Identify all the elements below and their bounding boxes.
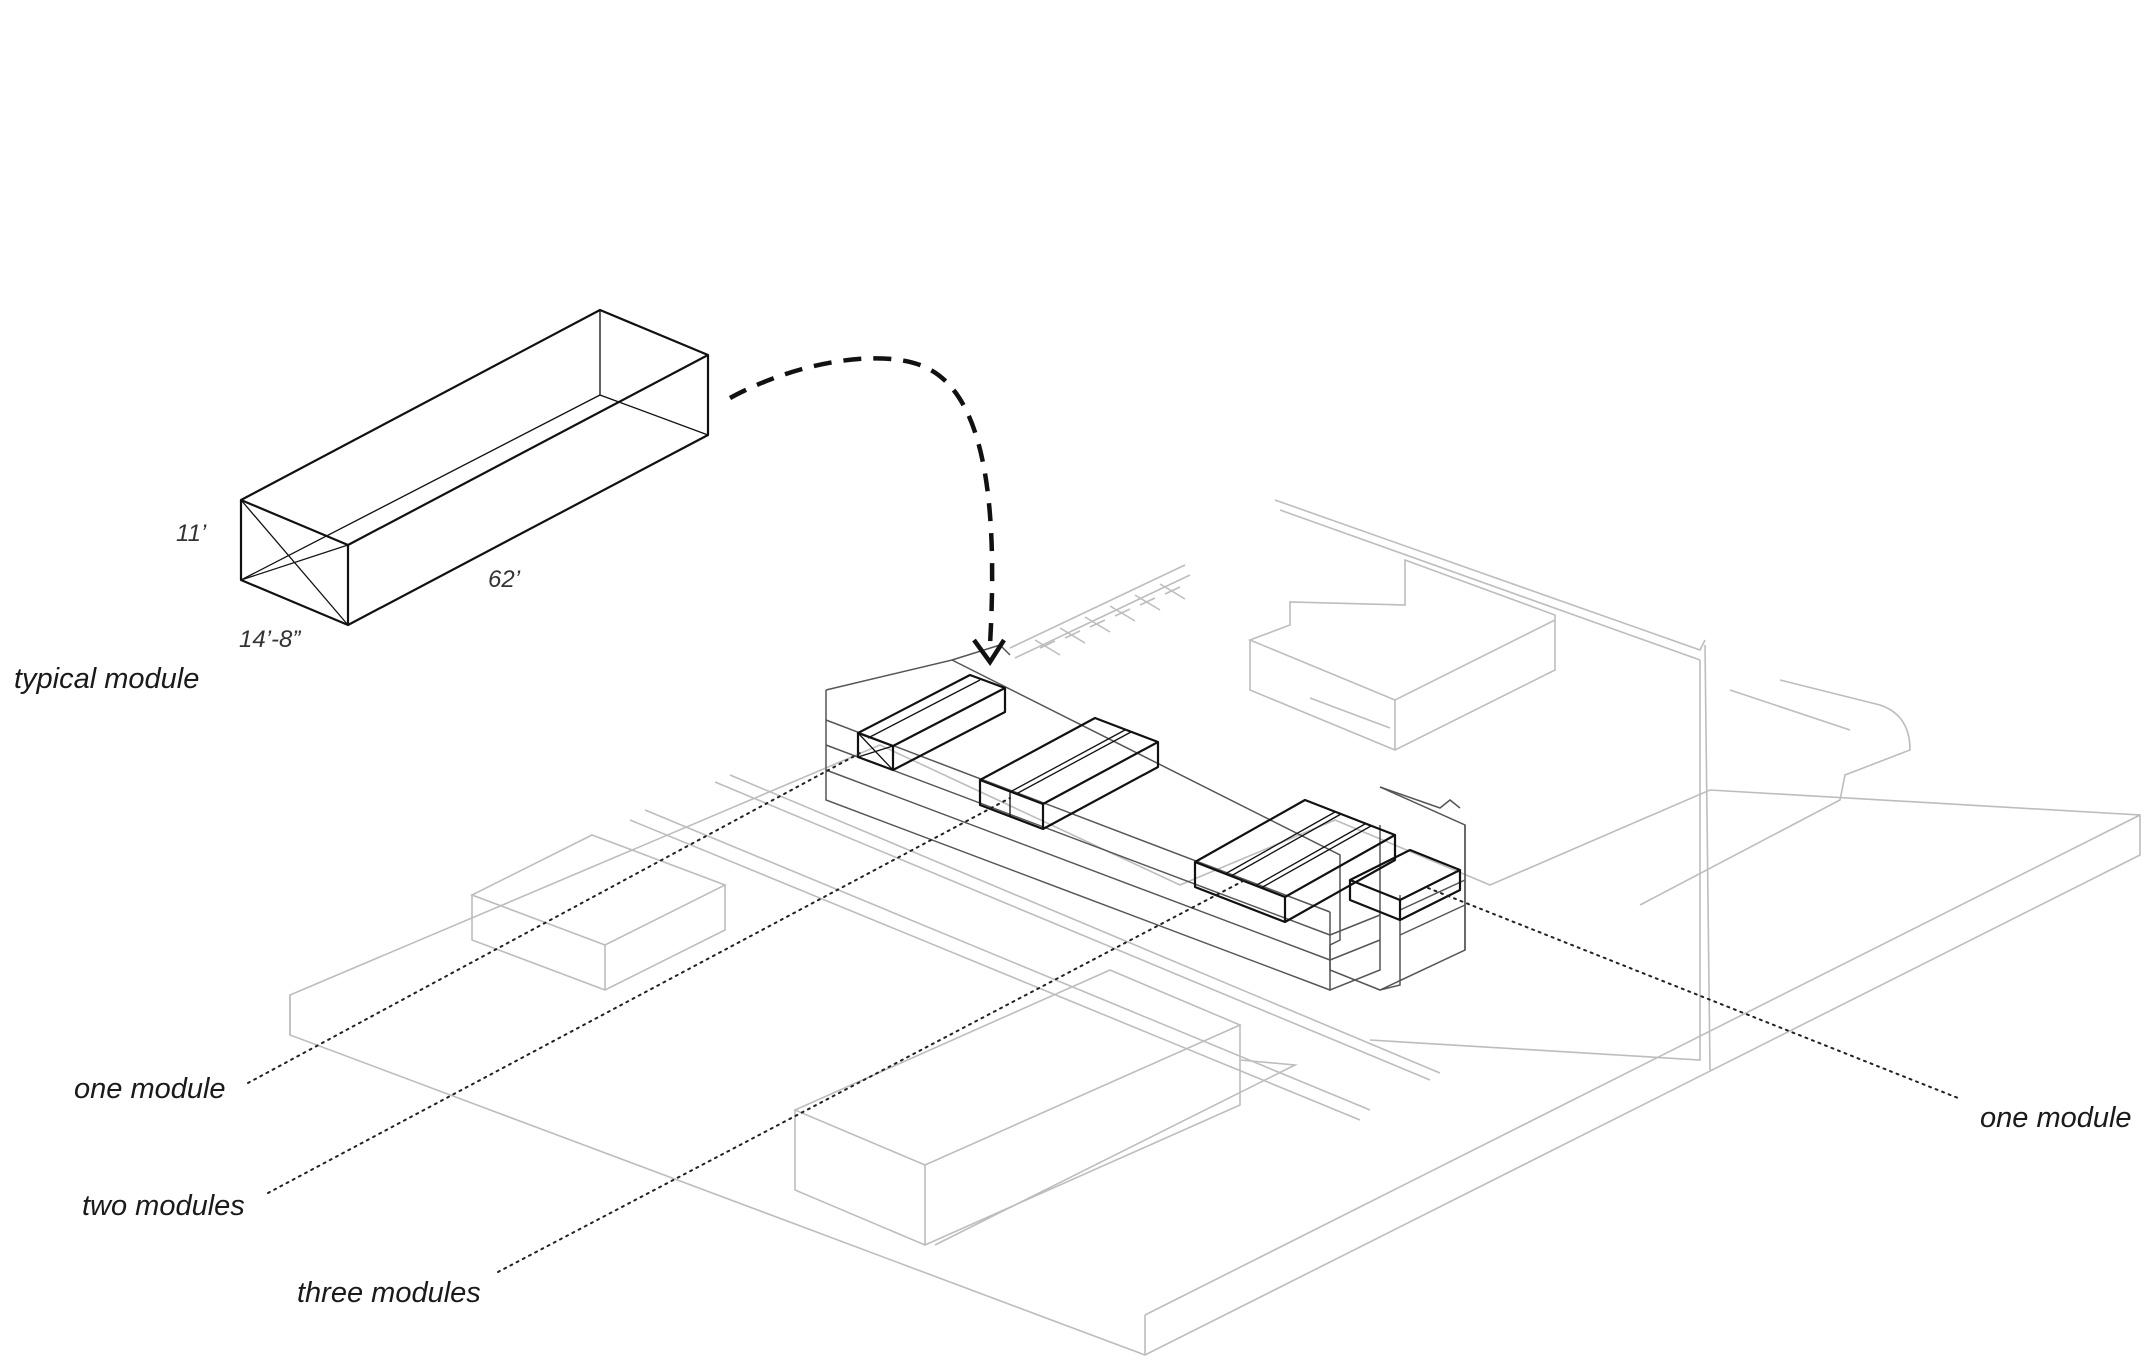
placed-module-one-right bbox=[1348, 848, 1462, 922]
modular-building bbox=[825, 644, 1466, 992]
site-building-large bbox=[792, 969, 1298, 1246]
site-building-small bbox=[470, 834, 727, 991]
leader-lines bbox=[247, 751, 1959, 1273]
one-module-label-left: one module bbox=[74, 1073, 226, 1105]
placement-arrow bbox=[728, 356, 1006, 666]
typical-module-label: typical module bbox=[14, 663, 199, 695]
dimension-width-label: 14’-8” bbox=[239, 626, 301, 653]
typical-module-drawing bbox=[239, 308, 710, 627]
dimension-length-label: 62’ bbox=[488, 566, 521, 593]
leader-two bbox=[267, 797, 1011, 1194]
three-modules-label: three modules bbox=[297, 1277, 481, 1309]
leader-one-right bbox=[1427, 887, 1959, 1099]
two-modules-label: two modules bbox=[82, 1190, 245, 1222]
placed-module-one-left bbox=[856, 673, 1007, 772]
one-module-label-right: one module bbox=[1980, 1102, 2132, 1134]
site-context bbox=[289, 499, 2141, 1356]
dimension-height-label: 11’ bbox=[176, 520, 207, 547]
leader-one-left bbox=[247, 751, 863, 1084]
site-building-upper bbox=[1247, 558, 1556, 751]
parking-hatch bbox=[1009, 564, 1191, 659]
placed-module-two bbox=[978, 716, 1160, 831]
placed-module-three bbox=[1193, 798, 1397, 924]
leader-three bbox=[497, 879, 1246, 1273]
